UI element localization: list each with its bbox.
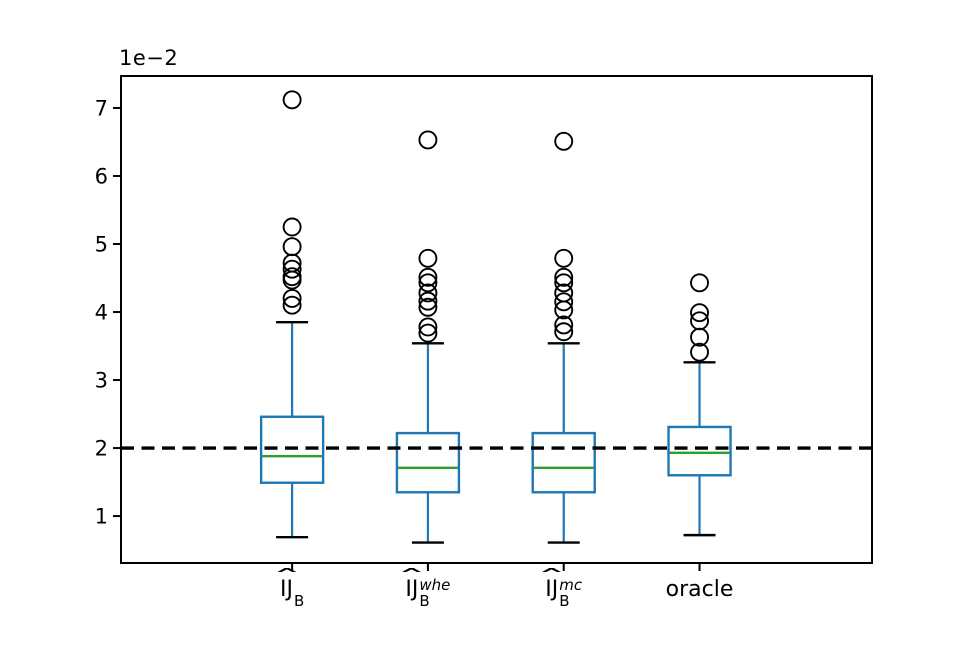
box-2-outlier-point xyxy=(418,248,438,268)
box-1-outlier-point xyxy=(282,237,302,257)
y-tick-label: 7 xyxy=(95,96,108,120)
y-tick-label: 1 xyxy=(95,505,108,529)
y-axis-offset-label: 1e−2 xyxy=(119,46,179,70)
y-tick-label: 3 xyxy=(95,369,108,393)
box-3-iqr-box xyxy=(531,431,596,494)
axes-frame xyxy=(120,75,873,564)
box-1-outlier-point xyxy=(282,90,302,110)
box-4-outlier-point xyxy=(690,273,709,293)
box-3-outlier-point xyxy=(554,273,574,293)
box-2-outlier-point xyxy=(418,291,438,311)
box-2-outlier-point xyxy=(418,273,438,293)
y-tick-label: 6 xyxy=(95,164,108,188)
box-2-outlier-point xyxy=(418,283,438,303)
box-3-outlier-point xyxy=(554,283,574,303)
box-3-outlier-point xyxy=(554,315,574,335)
box-1-outlier-point xyxy=(282,217,302,237)
box-3-outlier-point xyxy=(554,322,574,342)
box-1-outlier-point xyxy=(282,288,302,308)
box-3-outlier-point xyxy=(554,248,574,268)
box-4-outlier-point xyxy=(690,342,709,362)
y-tick-label: 2 xyxy=(95,437,108,461)
box-1-iqr-box xyxy=(259,415,325,484)
box-2-outlier-point xyxy=(418,267,438,287)
y-tick-label: 4 xyxy=(95,301,108,325)
box-2-iqr-box xyxy=(395,431,461,494)
box-3-outlier-point xyxy=(554,292,574,312)
box-2-outlier-point xyxy=(418,130,438,150)
box-1-outlier-point xyxy=(282,295,302,315)
box-3-outlier-point xyxy=(554,131,574,151)
box-4-outlier-point xyxy=(690,303,709,323)
box-3-outlier-point xyxy=(554,267,574,287)
box-2-outlier-point xyxy=(418,317,438,337)
y-tick-label: 5 xyxy=(95,233,108,257)
box-1-outlier-point xyxy=(282,259,302,279)
box-1-outlier-point xyxy=(282,267,302,287)
box-4-outlier-point xyxy=(690,311,709,331)
box-2-outlier-point xyxy=(418,297,438,317)
box-4-iqr-box xyxy=(667,425,732,477)
box-2-outlier-point xyxy=(418,323,438,343)
